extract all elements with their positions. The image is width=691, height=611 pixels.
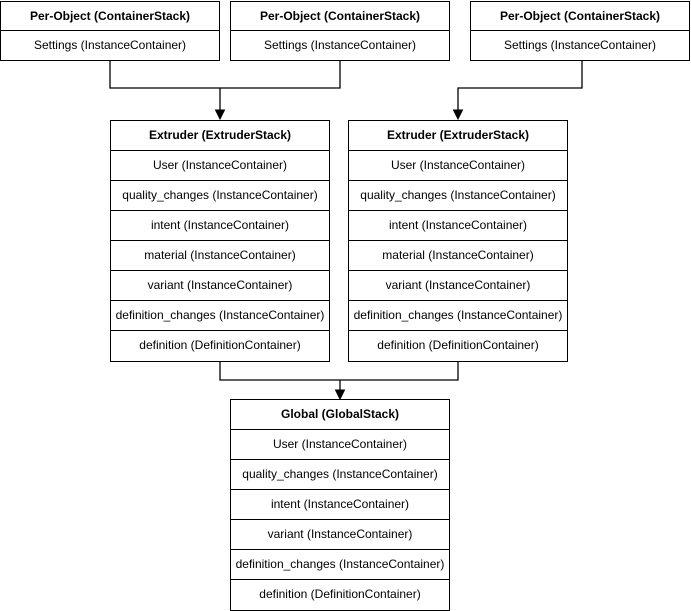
extruder-stack-right: Extruder (ExtruderStack) User (InstanceC… [348,120,568,362]
extruder-right-row-quality-changes: quality_changes (InstanceContainer) [349,181,567,211]
per-object-stack-2-row-settings: Settings (InstanceContainer) [263,38,417,52]
extruder-right-row-definition: definition (DefinitionContainer) [377,338,539,352]
extruder-right-row-definition-changes: definition_changes (InstanceContainer) [349,301,567,331]
global-row-definition: definition (DefinitionContainer) [259,587,421,601]
extruder-stack-left-header: Extruder (ExtruderStack) [111,121,329,151]
global-stack: Global (GlobalStack) User (InstanceConta… [230,399,450,611]
global-row-user: User (InstanceContainer) [231,430,449,460]
extruder-left-row-variant: variant (InstanceContainer) [111,271,329,301]
global-row-variant: variant (InstanceContainer) [231,520,449,550]
global-row-quality-changes: quality_changes (InstanceContainer) [231,460,449,490]
arrowhead-extruder-right [452,109,464,121]
per-object-stack-1: Per-Object (ContainerStack) Settings (In… [0,1,220,61]
extruder-right-row-user: User (InstanceContainer) [349,151,567,181]
extruder-right-row-intent: intent (InstanceContainer) [349,211,567,241]
connector-extruders-to-global [219,360,459,381]
global-stack-header: Global (GlobalStack) [231,400,449,430]
per-object-stack-2: Per-Object (ContainerStack) Settings (In… [230,1,450,61]
extruder-stack-left: Extruder (ExtruderStack) User (InstanceC… [110,120,330,362]
connector-perobject3-to-extruder-right [457,59,583,111]
extruder-left-row-definition-changes: definition_changes (InstanceContainer) [111,301,329,331]
per-object-stack-1-header: Per-Object (ContainerStack) [1,2,219,31]
arrowhead-extruder-left [214,109,226,121]
per-object-stack-1-row-settings: Settings (InstanceContainer) [33,38,187,52]
extruder-left-row-intent: intent (InstanceContainer) [111,211,329,241]
per-object-stack-3-header: Per-Object (ContainerStack) [471,2,689,31]
extruder-right-row-variant: variant (InstanceContainer) [349,271,567,301]
per-object-stack-2-header: Per-Object (ContainerStack) [231,2,449,31]
extruder-left-row-definition: definition (DefinitionContainer) [139,338,301,352]
per-object-stack-3-row-settings: Settings (InstanceContainer) [503,38,657,52]
extruder-right-row-material: material (InstanceContainer) [349,241,567,271]
global-row-intent: intent (InstanceContainer) [231,490,449,520]
extruder-stack-right-header: Extruder (ExtruderStack) [349,121,567,151]
arrowhead-global [334,389,346,401]
global-row-definition-changes: definition_changes (InstanceContainer) [231,550,449,580]
connector-perobject1-2-to-extruder-left [109,59,341,89]
per-object-stack-3: Per-Object (ContainerStack) Settings (In… [470,1,690,61]
extruder-left-row-quality-changes: quality_changes (InstanceContainer) [111,181,329,211]
extruder-left-row-user: User (InstanceContainer) [111,151,329,181]
extruder-left-row-material: material (InstanceContainer) [111,241,329,271]
